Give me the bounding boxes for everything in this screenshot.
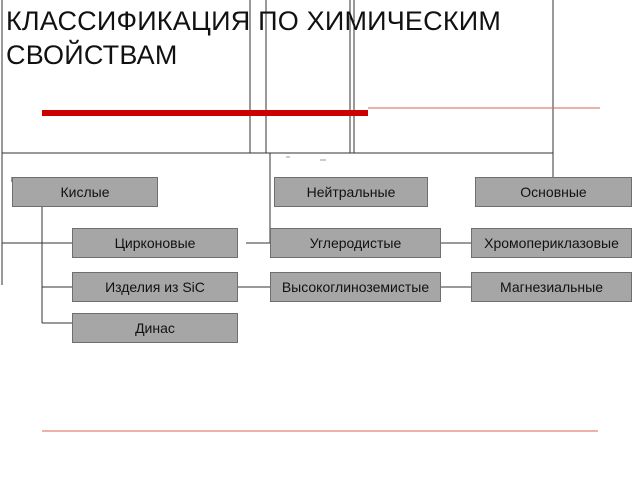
node-high-alumina: Высокоглиноземистые [270, 272, 441, 302]
node-acidic: Кислые [12, 177, 158, 207]
title-line-1: КЛАССИФИКАЦИЯ ПО ХИМИЧЕСКИМ [6, 6, 502, 36]
node-sic: Изделия из SiC [72, 272, 238, 302]
node-carbon: Углеродистые [270, 228, 441, 258]
node-dinas: Динас [72, 313, 238, 343]
node-basic: Основные [475, 177, 632, 207]
node-zircon: Цирконовые [72, 228, 238, 258]
page-title: КЛАССИФИКАЦИЯ ПО ХИМИЧЕСКИМ СВОЙСТВАМ [6, 4, 626, 72]
node-magnesia: Магнезиальные [471, 272, 632, 302]
node-neutral: Нейтральные [274, 177, 428, 207]
node-chrome-periclase: Хромопериклазовые [471, 228, 632, 258]
title-line-2: СВОЙСТВАМ [6, 40, 178, 70]
